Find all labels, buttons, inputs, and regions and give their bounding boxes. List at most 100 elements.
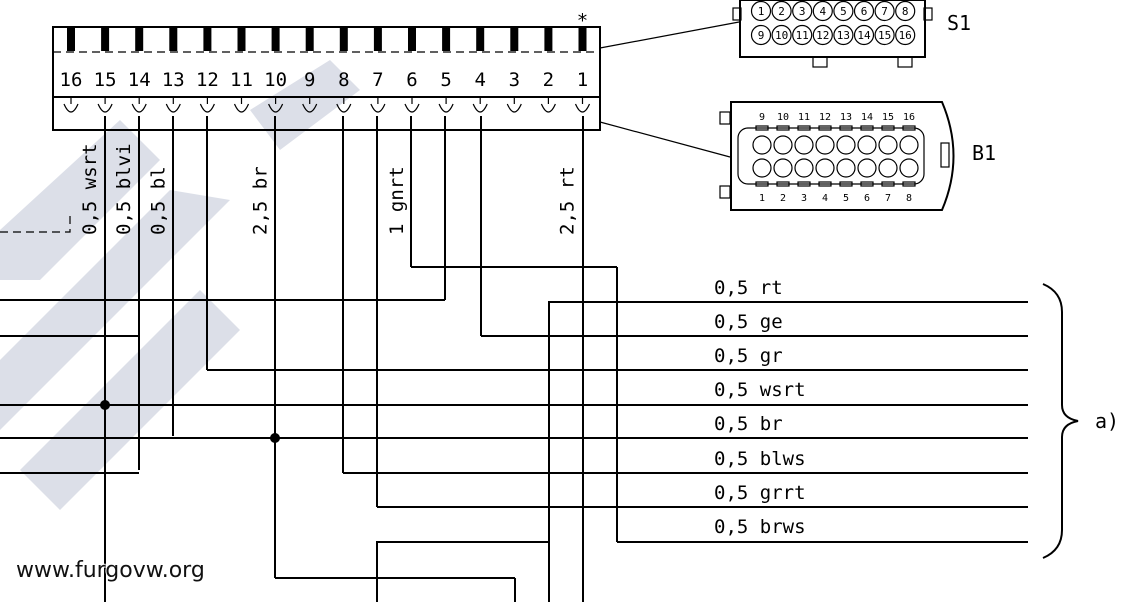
- pin-blade: [305, 27, 314, 51]
- pin-number: 8: [338, 69, 349, 91]
- s1-label: S1: [947, 11, 971, 35]
- b1-pin: [899, 158, 919, 178]
- s1-pin-number: 15: [878, 29, 891, 42]
- horizontal-wire-label: 0,5 rt: [714, 277, 783, 299]
- vertical-wire-label: 0,5 blvi: [113, 143, 135, 235]
- pin-socket-cup: [199, 103, 215, 113]
- horizontal-wire-label: 0,5 ge: [714, 311, 783, 333]
- junction-dot-2: [270, 433, 280, 443]
- group-bracket: a): [1042, 283, 1119, 559]
- pin-blade: [203, 27, 212, 51]
- b1-pin-number: 4: [822, 193, 828, 204]
- s1-pin-number: 9: [758, 29, 765, 42]
- s1-pin: [874, 24, 895, 46]
- s1-pin: [792, 0, 813, 22]
- pin-blade: [169, 27, 178, 51]
- wire-rt: [548, 301, 1028, 602]
- pin-socket-cup: [404, 103, 420, 113]
- b1-pin: [899, 135, 919, 155]
- b1-pin-number: 2: [780, 193, 786, 204]
- b1-pin: [878, 158, 898, 178]
- s1-body: [739, 0, 926, 58]
- pin-socket-cup: [370, 103, 386, 113]
- pin-number: 1: [577, 69, 588, 91]
- b1-contact-tab: [776, 125, 790, 131]
- b1-pin: [815, 158, 835, 178]
- dashed-lead: [0, 215, 71, 233]
- pin-blade: [135, 27, 144, 51]
- s1-latch-left: [732, 7, 742, 21]
- s1-pin-number: 7: [881, 5, 888, 18]
- b1-contact-tab: [776, 181, 790, 187]
- s1-pin-number: 6: [861, 5, 868, 18]
- s1-pin: [750, 24, 772, 46]
- s1-pin: [812, 0, 833, 22]
- s1-pin: [792, 24, 813, 46]
- pin-blade: [373, 27, 382, 51]
- watermark-stroke-1: [0, 120, 160, 280]
- pin-blade: [237, 27, 246, 51]
- horizontal-wire-label: 0,5 gr: [714, 345, 783, 367]
- s1-pin-number: 14: [857, 29, 871, 42]
- vertical-wire-label: 2,5 rt: [557, 166, 579, 235]
- s1-pin-number: 13: [837, 29, 850, 42]
- s1-pin: [853, 24, 875, 46]
- wire-layer: [0, 116, 1028, 602]
- b1-contact-tab: [797, 181, 811, 187]
- pin-blade: [510, 27, 519, 51]
- pin-number: 3: [509, 69, 520, 91]
- pin-number: 16: [60, 69, 83, 91]
- strip-outline: [52, 26, 601, 131]
- horizontal-wire-label: 0,5 blws: [714, 448, 806, 470]
- s1-pin: [771, 24, 792, 46]
- b1-pin-number: 10: [777, 112, 789, 123]
- pin-socket-cup: [540, 103, 556, 113]
- b1-contact-tab: [755, 125, 769, 131]
- b1-pin-number: 14: [861, 112, 873, 123]
- s1-foot-2: [897, 56, 913, 68]
- s1-pin-number: 12: [816, 29, 829, 42]
- vertical-wire-label: 0,5 bl: [147, 166, 169, 235]
- s1-pin-number: 3: [799, 5, 806, 18]
- pin-number: 13: [162, 69, 185, 91]
- s1-pin: [853, 0, 875, 22]
- vertical-wire-label: 1 gnrt: [386, 166, 408, 235]
- pin-number: 5: [440, 69, 451, 91]
- pin-number: 2: [543, 69, 554, 91]
- b1-pin: [857, 135, 877, 155]
- s1-pin-number: 16: [899, 29, 912, 42]
- s1-foot-1: [812, 56, 828, 68]
- pin-number: 12: [196, 69, 219, 91]
- b1-pin-number: 1: [759, 193, 765, 204]
- s1-pin: [895, 24, 916, 46]
- b1-key: [940, 142, 950, 168]
- b1-pin: [794, 158, 814, 178]
- b1-pin: [815, 135, 835, 155]
- b1-pin-number: 8: [906, 193, 912, 204]
- b1-pin: [752, 135, 772, 155]
- pin-socket-cup: [97, 103, 113, 113]
- b1-pin: [836, 158, 856, 178]
- b1-contact-tab: [839, 181, 853, 187]
- b1-contact-tab: [902, 125, 916, 131]
- pin-number: 6: [406, 69, 417, 91]
- bracket-label: a): [1095, 409, 1119, 433]
- horizontal-wire-label: 0,5 wsrt: [714, 379, 806, 401]
- b1-pin: [773, 135, 793, 155]
- s1-pin-number: 8: [902, 5, 909, 18]
- b1-pin-number: 12: [819, 112, 831, 123]
- b1-contact-tab: [818, 181, 832, 187]
- pin-number: 4: [474, 69, 485, 91]
- b1-contact-tab: [839, 125, 853, 131]
- pin-blade: [101, 27, 110, 51]
- s1-pin: [812, 24, 833, 46]
- pin-socket-cup: [472, 103, 488, 113]
- b1-contact-tab: [860, 125, 874, 131]
- s1-pin-number: 11: [796, 29, 809, 42]
